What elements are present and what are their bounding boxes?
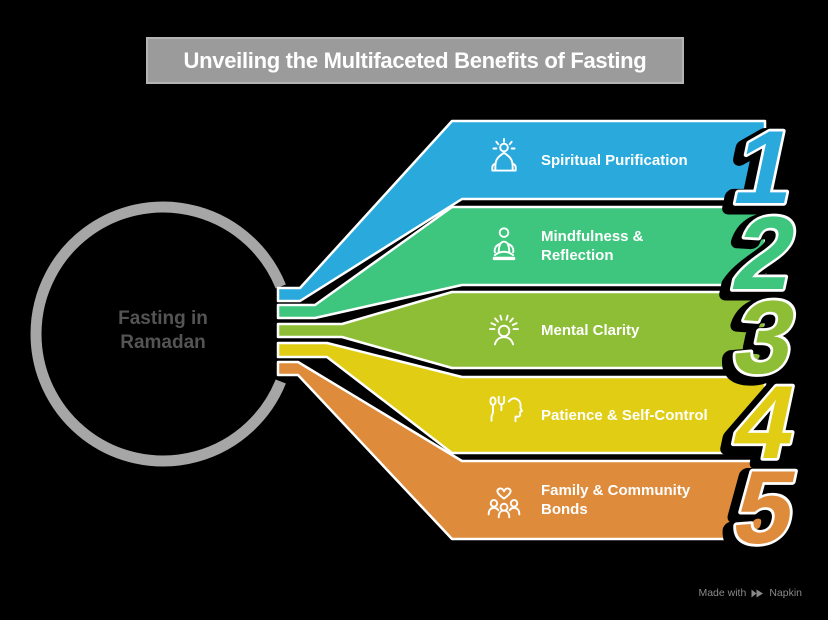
list-item-4: Patience & Self-Control — [481, 389, 746, 441]
napkin-logo-icon — [751, 589, 764, 597]
item-label-5: Family & Community Bonds — [541, 481, 746, 519]
center-ring — [30, 201, 286, 467]
item-label-2: Mindfulness & Reflection — [541, 227, 746, 265]
radiant-person-icon — [489, 314, 519, 346]
item-label-3: Mental Clarity — [541, 321, 746, 340]
list-item-2: Mindfulness & Reflection — [481, 220, 746, 272]
banner-ribbon-1 — [276, 119, 767, 303]
item-label-4: Patience & Self-Control — [541, 406, 746, 425]
watermark-brand: Napkin — [769, 587, 802, 599]
item-label-1-line1: Spiritual Purification — [541, 151, 688, 169]
cutlery-head-icon — [489, 395, 523, 423]
item-label-3-line1: Mental Clarity — [541, 321, 640, 339]
item-label-5-line2: Bonds — [541, 501, 588, 518]
step-number-1: 1 1 — [711, 107, 810, 238]
mosque-sparkle-icon — [491, 137, 517, 172]
watermark-prefix: Made with — [698, 587, 747, 599]
item-label-2-line1: Mindfulness & — [541, 228, 644, 245]
family-heart-icon — [487, 487, 521, 519]
page-title: Unveiling the Multifaceted Benefits of F… — [146, 37, 684, 84]
list-item-1: Spiritual Purification — [481, 134, 746, 186]
center-topic-label: Fasting in Ramadan — [53, 307, 273, 355]
banner-ribbon-5 — [276, 360, 767, 541]
watermark: Made with Napkin — [698, 587, 802, 599]
list-item-5: Family & Community Bonds — [481, 474, 746, 526]
meditation-icon — [492, 227, 516, 261]
item-label-2-line2: Reflection — [541, 247, 614, 264]
center-topic-line1: Fasting in — [118, 308, 208, 329]
list-item-3: Mental Clarity — [481, 304, 746, 356]
banner-ribbon-4 — [276, 341, 767, 455]
item-label-1: Spiritual Purification — [541, 151, 746, 170]
banner-ribbon-2 — [276, 205, 767, 320]
item-label-4-line1: Patience & Self-Control — [541, 406, 708, 424]
item-label-5-line1: Family & Community — [541, 482, 691, 499]
center-topic-line2: Ramadan — [120, 332, 206, 353]
banner-ribbon-3 — [276, 290, 767, 370]
